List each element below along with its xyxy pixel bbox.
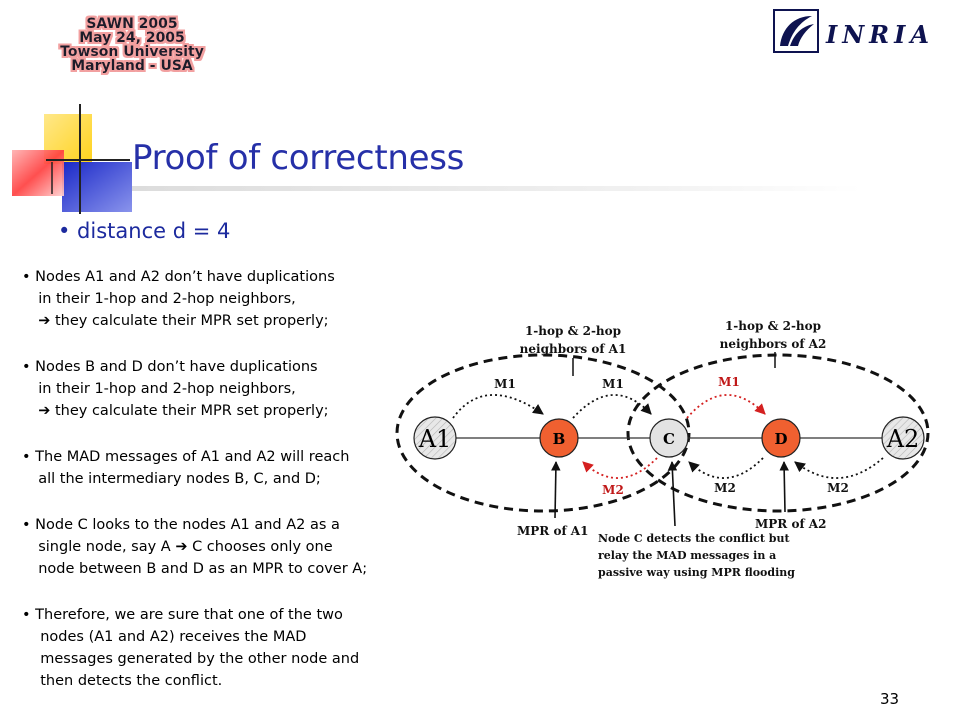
- stamp-line-1: SAWN 2005: [86, 16, 177, 32]
- body-line-12: • Therefore, we are sure that one of the…: [22, 607, 343, 623]
- body-line-13: nodes (A1 and A2) receives the MAD: [31, 629, 307, 645]
- m2-arrow-c-b: [582, 457, 658, 479]
- neighbors-a2-label-2: neighbors of A2: [720, 337, 827, 351]
- m2-arrow-a2-d: [794, 457, 884, 479]
- stamp-line-3: Towson University: [60, 44, 204, 60]
- sub-bullet-distance: • distance d = 4: [58, 219, 231, 243]
- mpr-a2-pointer: [779, 461, 789, 513]
- m2-arrow-d-c: [688, 457, 764, 479]
- body-line-5: in their 1-hop and 2-hop neighbors,: [29, 381, 296, 397]
- title-decoration: [10, 104, 140, 224]
- body-line-4: • Nodes B and D don’t have duplications: [22, 359, 318, 375]
- neighborhood-a2-ellipse: [626, 353, 930, 513]
- mpr-a1-label: MPR of A1: [517, 524, 588, 538]
- body-line-3: ➔ they calculate their MPR set properly;: [29, 313, 329, 329]
- stamp-line-4: Maryland - USA: [71, 58, 193, 74]
- page-number: 33: [880, 690, 900, 708]
- mpr-a1-pointer: [551, 461, 561, 519]
- inria-logo-text: INRIA: [826, 20, 934, 49]
- m1-label-right: M1: [718, 375, 740, 389]
- node-d-label: D: [774, 430, 787, 448]
- conference-stamp: SAWN 2005 May 24, 2005 Towson University…: [30, 14, 234, 76]
- m2-label-left: M2: [602, 483, 624, 497]
- body-line-15: then detects the conflict.: [31, 673, 223, 689]
- note-c-pointer: [667, 461, 678, 527]
- body-line-1: • Nodes A1 and A2 don’t have duplication…: [22, 269, 335, 285]
- body-line-9: • Node C looks to the nodes A1 and A2 as…: [22, 517, 340, 533]
- body-line-6: ➔ they calculate their MPR set properly;: [29, 403, 329, 419]
- node-b: [539, 418, 579, 458]
- body-line-14: messages generated by the other node and: [31, 651, 360, 667]
- neighborhood-a1-ellipse: [395, 353, 691, 513]
- node-a2-label: A2: [886, 425, 920, 453]
- body-line-8: all the intermediary nodes B, C, and D;: [29, 471, 321, 487]
- body-line-11: node between B and D as an MPR to cover …: [29, 561, 368, 577]
- node-a1: [413, 416, 457, 460]
- body-line-2: in their 1-hop and 2-hop neighbors,: [29, 291, 296, 307]
- title-underline: [132, 186, 862, 191]
- neighbors-a1-label-1: 1-hop & 2-hop: [525, 324, 621, 338]
- m1-label-mid: M1: [602, 377, 624, 391]
- m1-arrow-a1-b: [452, 394, 544, 419]
- node-c: [649, 418, 689, 458]
- node-d: [761, 418, 801, 458]
- m1-arrow-c-d: [686, 394, 766, 419]
- network-diagram: A1 B C D A2 1-hop & 2-hop neighbors of A…: [395, 310, 955, 590]
- node-a2: [881, 416, 925, 460]
- m1-label-left: M1: [494, 377, 516, 391]
- m2-label-right: M2: [827, 481, 849, 495]
- neighbors-a1-label-2: neighbors of A1: [520, 342, 627, 356]
- m2-label-mid: M2: [714, 481, 736, 495]
- m1-arrow-b-c: [572, 394, 652, 419]
- inria-emblem-icon: [773, 9, 819, 53]
- node-a1-label: A1: [418, 425, 452, 453]
- note-line-1: Node C detects the conflict but: [598, 532, 790, 545]
- body-line-10: single node, say A ➔ C chooses only one: [29, 539, 333, 555]
- mpr-a2-label: MPR of A2: [755, 517, 826, 531]
- node-c-label: C: [663, 430, 675, 448]
- note-line-3: passive way using MPR flooding: [598, 566, 795, 579]
- stamp-line-2: May 24, 2005: [79, 30, 185, 46]
- slide-title: Proof of correctness: [132, 138, 465, 178]
- note-line-2: relay the MAD messages in a: [598, 549, 776, 562]
- inria-logo: INRIA: [770, 6, 942, 56]
- node-b-label: B: [553, 430, 566, 448]
- body-line-7: • The MAD messages of A1 and A2 will rea…: [22, 449, 350, 465]
- neighbors-a2-label-1: 1-hop & 2-hop: [725, 319, 821, 333]
